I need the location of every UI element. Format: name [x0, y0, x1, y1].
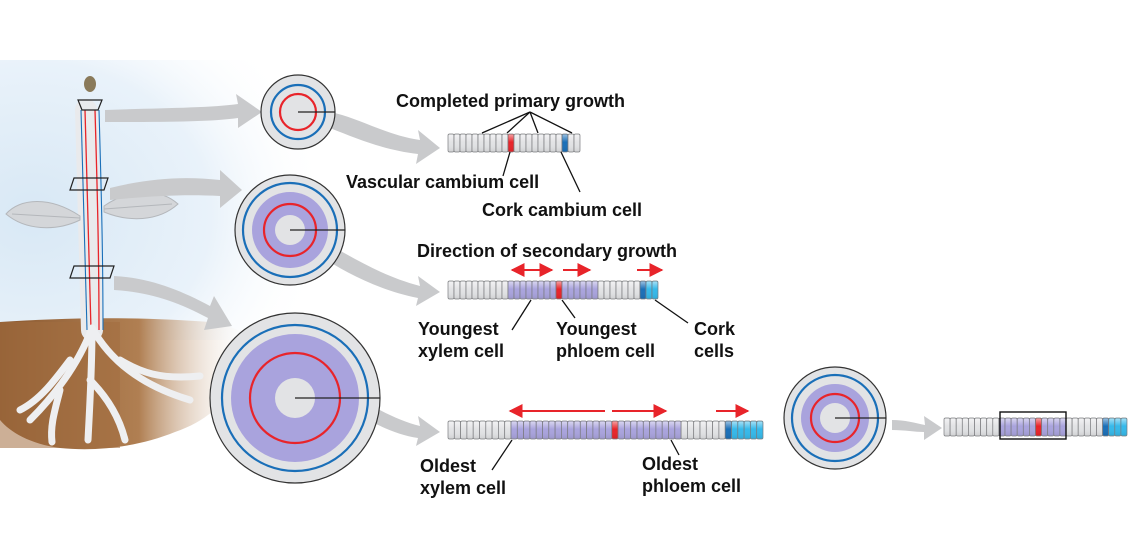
label-vascular-cambium-cell: Vascular cambium cell — [346, 172, 540, 192]
label-direction-of-secondary-growth: Direction of secondary growth — [417, 241, 678, 261]
cross-section-primary — [260, 74, 336, 150]
label-oldest-xylem-cell: Oldest xylem cell — [420, 455, 506, 499]
label-oldest-xylem-line2: xylem cell — [420, 478, 507, 498]
label-cork-cambium-cell: Cork cambium cell — [482, 200, 643, 220]
label-youngest-xylem-line1: Youngest — [418, 319, 499, 339]
label-cork-cells-line2: cells — [694, 341, 735, 361]
label-cork-cells: Cork cells — [694, 318, 735, 362]
cross-section-young — [234, 174, 346, 286]
cell-strip-primary — [447, 133, 581, 153]
label-youngest-phloem-line2: phloem cell — [556, 341, 656, 361]
cross-section-old — [209, 312, 381, 484]
label-youngest-xylem-line2: xylem cell — [418, 341, 505, 361]
label-youngest-xylem-cell: Youngest xylem cell — [418, 318, 504, 362]
label-cork-cells-line1: Cork — [694, 319, 736, 339]
label-youngest-phloem-line1: Youngest — [556, 319, 637, 339]
label-oldest-phloem-cell: Oldest phloem cell — [642, 453, 741, 497]
cell-strip-old — [447, 420, 764, 440]
label-oldest-phloem-line2: phloem cell — [642, 476, 742, 496]
label-oldest-xylem-line1: Oldest — [420, 456, 477, 476]
label-youngest-phloem-cell: Youngest phloem cell — [556, 318, 655, 362]
zoom-box — [999, 411, 1067, 440]
cell-strips — [447, 133, 1128, 440]
cell-strip-small — [943, 417, 1128, 437]
cross-section-small — [783, 366, 887, 470]
cell-strip-young — [447, 280, 659, 300]
leader-lines — [481, 111, 689, 471]
stem-cross-sections — [209, 74, 887, 484]
label-oldest-phloem-line1: Oldest — [642, 454, 699, 474]
direction-arrows — [508, 263, 750, 418]
label-completed-primary-growth: Completed primary growth — [396, 91, 626, 111]
